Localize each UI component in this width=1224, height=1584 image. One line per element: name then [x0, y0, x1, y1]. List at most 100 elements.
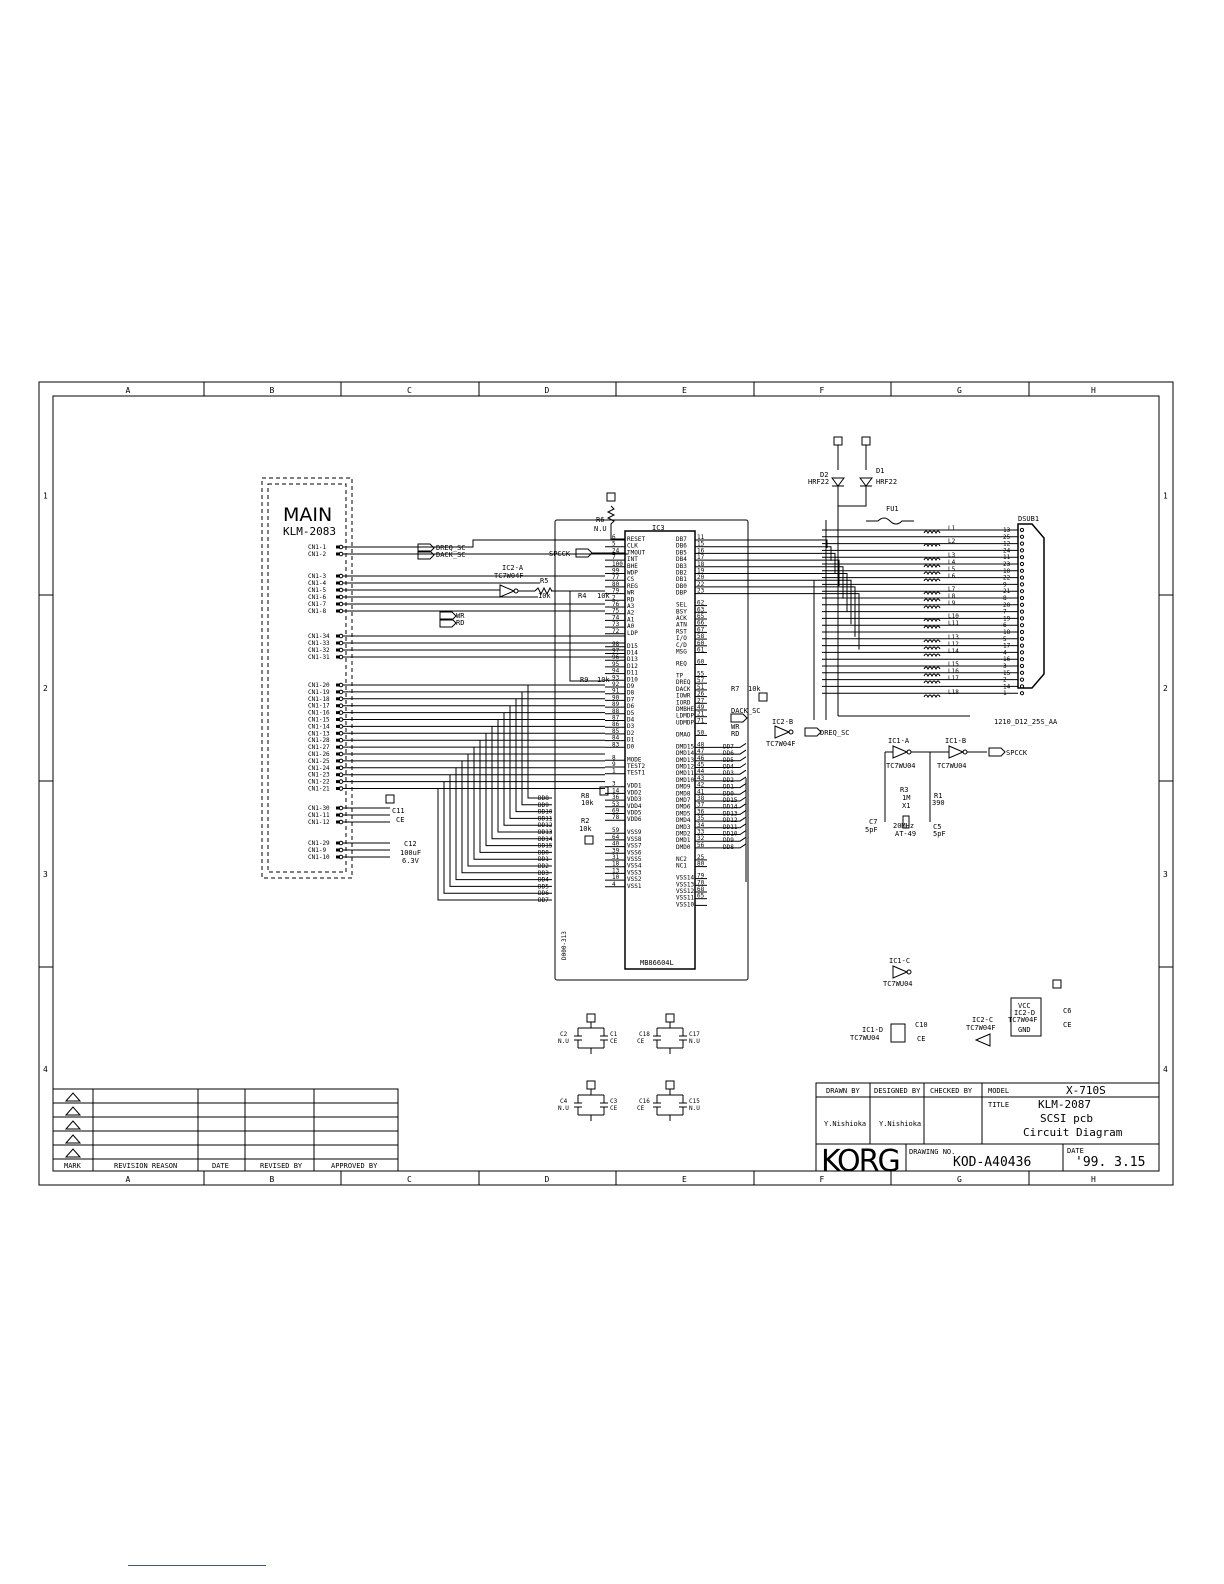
cn1-pin-dot	[336, 766, 340, 770]
cap-value: CE	[637, 1038, 645, 1045]
cap-value: CE	[637, 1105, 645, 1112]
parts-near-ic3: IC2-A TC7W04F R5 10k R4 10k R9 10k R6 N.…	[494, 492, 850, 845]
d1-name: D1	[876, 467, 884, 475]
revision-table: MARK REVISION REASON DATE REVISED BY APP…	[52, 1088, 399, 1172]
c7-value: 5pF	[865, 826, 878, 834]
ic3-pin-number: 49	[697, 704, 705, 711]
ic1b-name: IC1-B	[945, 737, 966, 745]
dsub-pin-number: 16	[1003, 656, 1011, 663]
ic3-pin-number: 66	[697, 620, 705, 627]
ic3-pin-name: VDD6	[627, 816, 642, 823]
dsub-pin-number: 7	[1003, 609, 1007, 616]
dack-label-2: DACK_SC	[731, 707, 761, 715]
dd-bus-wire	[479, 740, 552, 853]
inductor-coil	[923, 618, 941, 623]
cn1-pin-label: CN1-30	[308, 805, 330, 812]
ic3-pin-name: DB4	[676, 556, 687, 563]
x1-sub: AT-49	[895, 830, 916, 838]
dsub-pin-number: 14	[1003, 683, 1011, 690]
ic3-pin-name: D1	[627, 737, 635, 744]
inductor-label: L14	[948, 648, 959, 655]
ic3-pin-number: 34	[697, 822, 705, 829]
ic2d-part: TC7W04F	[1008, 1016, 1038, 1024]
cap-value: CE	[610, 1038, 618, 1045]
dsub-pin	[1019, 650, 1025, 655]
r9-name: R9	[580, 676, 588, 684]
dmd-bus-wire	[707, 830, 747, 835]
ic3-pin-number: 19	[697, 568, 705, 575]
drawing-no: KOD-A40436	[953, 1155, 1031, 1170]
ic3-part: MB86604L	[640, 959, 674, 967]
ic3-pin-name: D3	[627, 723, 635, 730]
ic3-pin-number: 87	[612, 715, 620, 722]
drawing-no-label: DRAWING NO.	[909, 1148, 955, 1156]
ic2c-part: TC7W04F	[966, 1024, 996, 1032]
ic3-pin-number: 13	[612, 867, 620, 874]
dsub-pin	[1019, 589, 1025, 594]
ic3-pin-number: 5	[612, 541, 616, 548]
ic3-pin-number: 70	[697, 879, 705, 886]
cn1-pin-dot	[336, 724, 340, 728]
title-block: DRAWN BY DESIGNED BY CHECKED BY MODEL X-…	[815, 1082, 1160, 1179]
zone-letter-top: B	[270, 386, 275, 395]
cn1-pin-dot	[336, 780, 340, 784]
ic3-pin-name: INT	[627, 556, 638, 563]
cn1-pin-label: CN1-7	[308, 601, 326, 608]
scsi-data-wire	[707, 593, 860, 650]
power-flag	[586, 1013, 596, 1023]
ic3-pin-name: MSG	[676, 649, 687, 656]
dsub-pin	[1019, 629, 1025, 635]
ic3-pin-number: 89	[612, 701, 620, 708]
zone-letter-top: H	[1091, 386, 1096, 395]
date-value: '99. 3.15	[1075, 1155, 1145, 1170]
rd-label-2: RD	[731, 730, 739, 738]
cap-name: C18	[639, 1031, 650, 1038]
ic3-pin-number: 6	[612, 534, 616, 541]
inductor-label: L10	[948, 613, 959, 620]
cn1-pin-label: CN1-6	[308, 594, 326, 601]
cap-wire	[577, 1022, 605, 1036]
inductor-coil	[923, 543, 941, 548]
inductor-label: L18	[948, 689, 959, 696]
dd-bus-wire	[515, 698, 552, 813]
dsub-part: 1210_D12_25S_AA	[994, 718, 1058, 726]
ic1a-part: TC7WU04	[886, 762, 916, 770]
cn1-pin-label: CN1-15	[308, 717, 330, 724]
dsub-pin	[1019, 677, 1025, 682]
inductor-coil	[923, 694, 941, 699]
cap-value: N.U	[689, 1038, 700, 1045]
r1-value: 390	[932, 799, 945, 807]
dsub-bus	[813, 520, 970, 720]
dsub-pin-number: 3	[1003, 663, 1007, 670]
ic3-pin-name: I/O	[676, 635, 687, 642]
zone-grid	[39, 382, 1173, 1185]
ic3-pin-number: 77	[612, 574, 620, 581]
ic3-pin-name: D7	[627, 696, 635, 703]
cn1-pin-label: CN1-16	[308, 710, 330, 717]
dd-bus-wire	[437, 788, 552, 901]
cap-value: CE	[610, 1105, 618, 1112]
ic3-pin-number: 56	[697, 842, 705, 849]
ic3-pin-number: 88	[612, 708, 620, 715]
r3-name: R3	[900, 786, 908, 794]
zone-number-right: 4	[1163, 1065, 1168, 1074]
dreq-dack-labels: DREQ_SC DACK_SC WR RD SPCCK	[417, 543, 593, 628]
cn1-pin-label: CN1-13	[308, 730, 330, 737]
cn1-pin-label: CN1-23	[308, 772, 330, 779]
revision-triangle	[64, 1092, 82, 1102]
ic3-pin-number: 93	[612, 674, 620, 681]
zone-letter-top: C	[407, 386, 412, 395]
zone-letter-bottom: E	[682, 1175, 687, 1184]
footer-link-underline[interactable]	[128, 1565, 266, 1566]
inductor-coil	[923, 680, 941, 685]
dmd-bus-wire	[707, 749, 747, 755]
ic3-pin-name: TMOUT	[627, 549, 645, 556]
cn1-pin-dot	[336, 855, 340, 859]
r8-name: R8	[581, 792, 589, 800]
cn1-pin-dot	[336, 752, 340, 756]
ic1c-part: TC7WU04	[883, 980, 913, 988]
cap-name: C2	[560, 1031, 568, 1038]
ic3-pin-name: VSS7	[627, 843, 642, 850]
cn1-pin-label: CN1-4	[308, 580, 326, 587]
ic3-ref: D000-313	[561, 931, 568, 960]
